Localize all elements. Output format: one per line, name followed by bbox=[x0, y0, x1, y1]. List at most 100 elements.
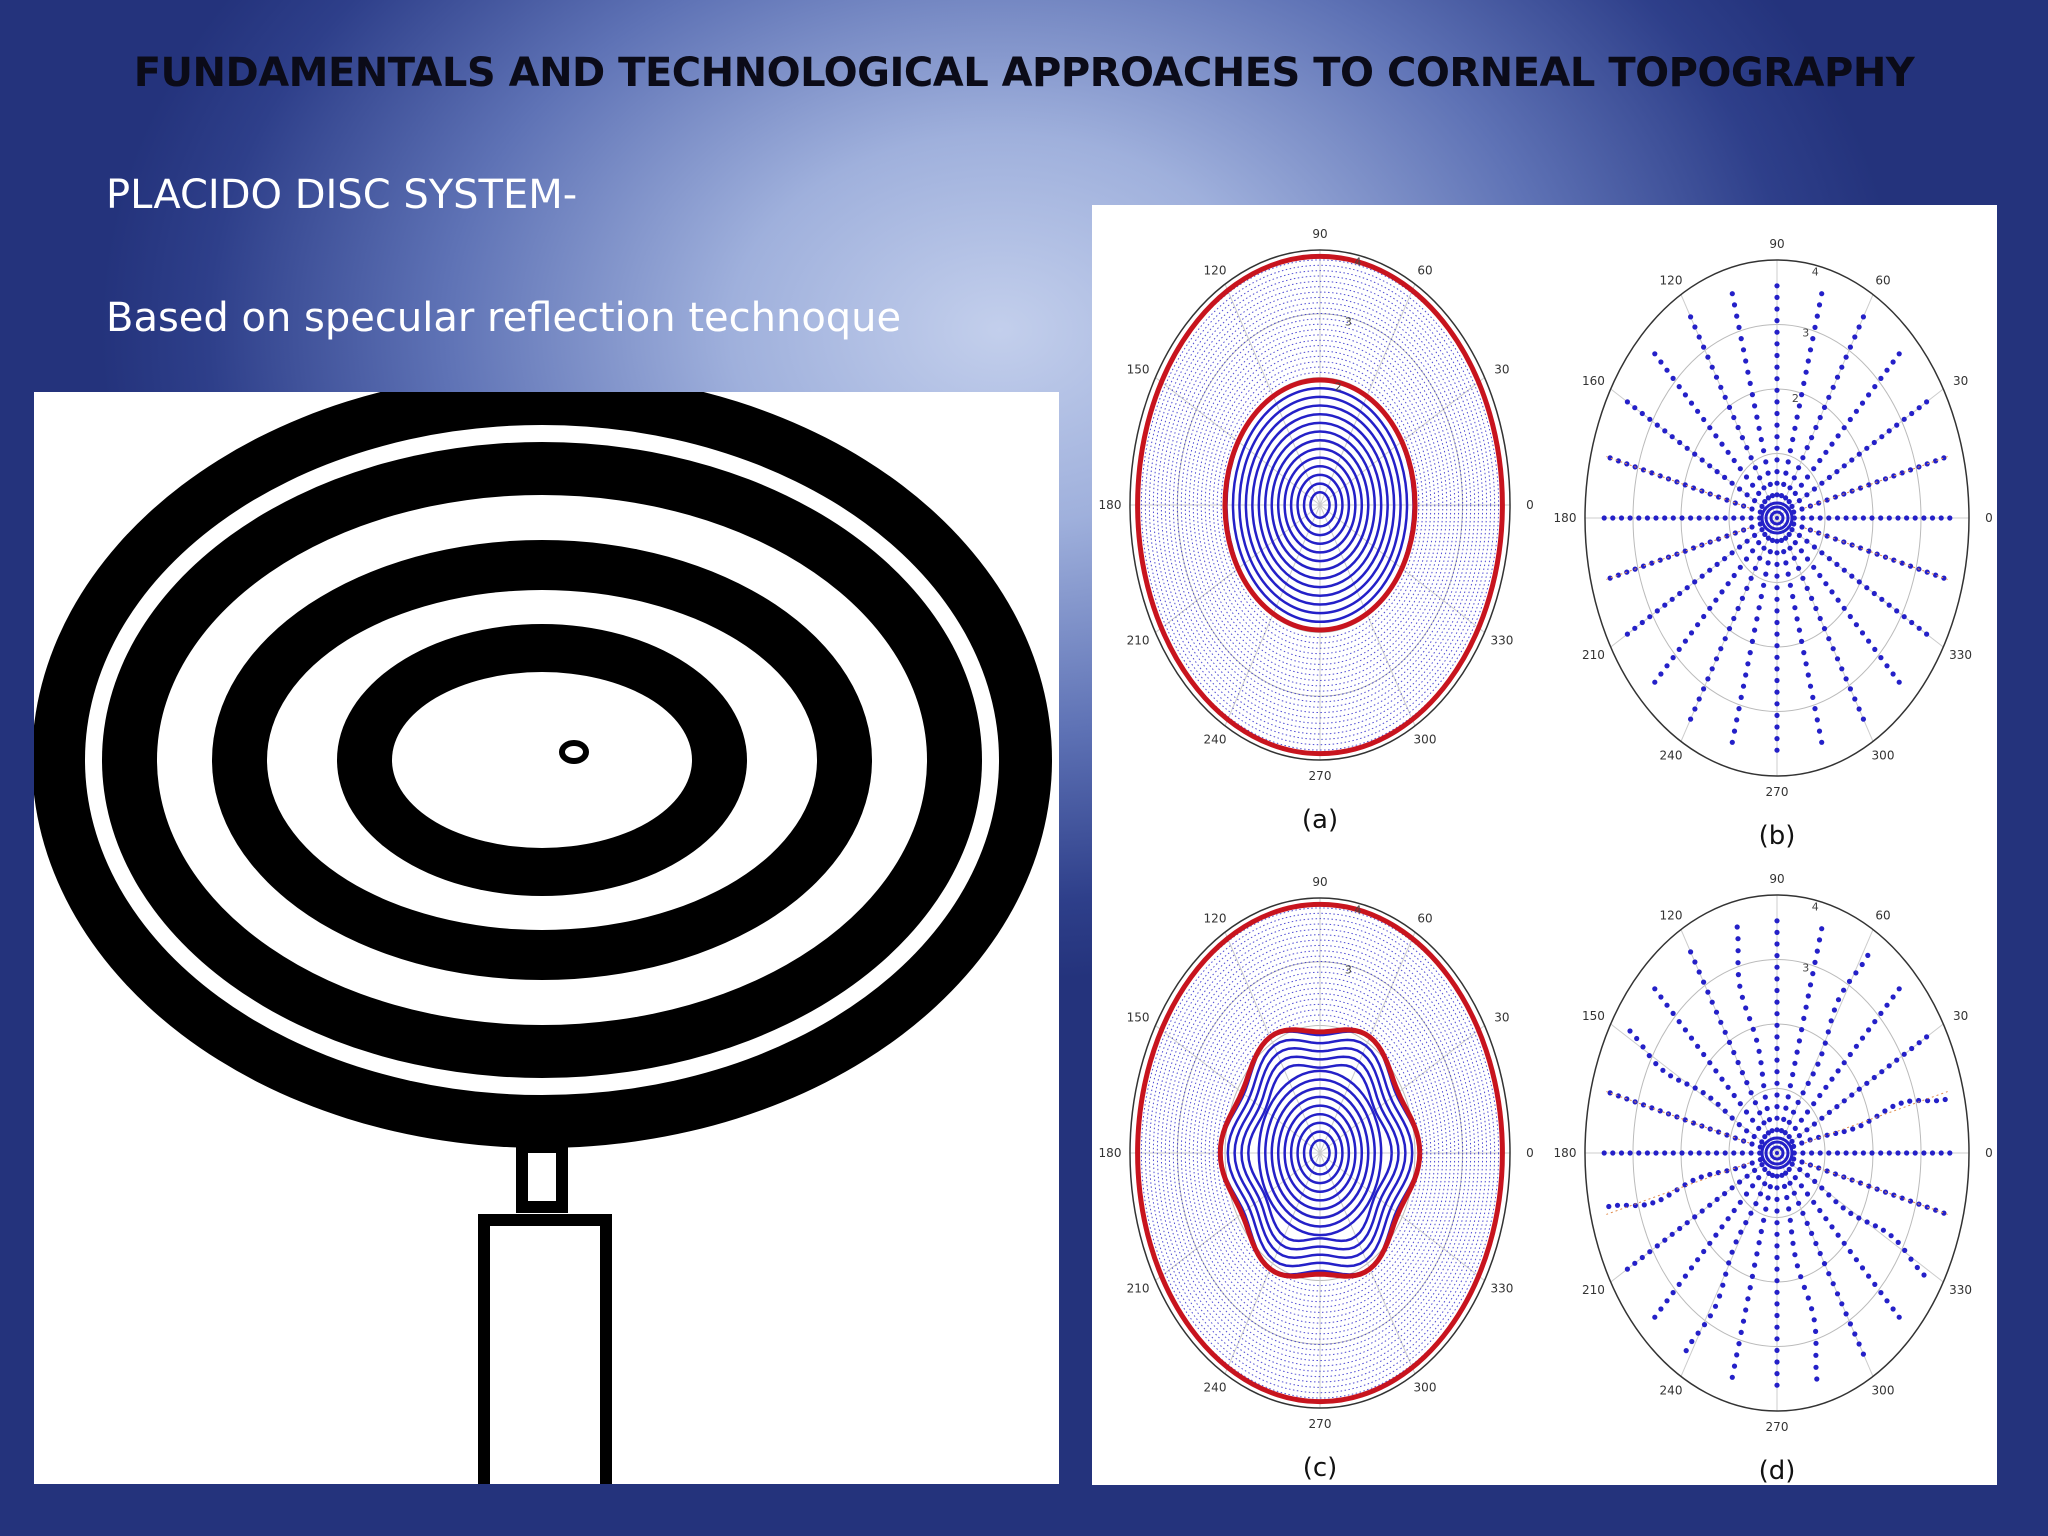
angle-label: 210 bbox=[1582, 1283, 1605, 1297]
spoke-dot bbox=[1817, 1207, 1823, 1214]
angle-label: 150 bbox=[1127, 363, 1150, 377]
spoke-dot bbox=[1734, 717, 1740, 723]
spoke-dot bbox=[1859, 1035, 1866, 1041]
spoke-dot bbox=[1888, 1233, 1894, 1239]
spoke-dot bbox=[1717, 1293, 1723, 1299]
spoke-dot bbox=[1841, 1098, 1847, 1104]
spoke-dot bbox=[1726, 1260, 1732, 1266]
angle-label: 240 bbox=[1660, 1383, 1683, 1397]
spoke-dot bbox=[1756, 1125, 1762, 1131]
spoke-dot bbox=[1878, 1150, 1884, 1156]
spoke-dot bbox=[1774, 364, 1780, 370]
spoke-dot bbox=[1847, 1321, 1853, 1327]
spoke-dot bbox=[1692, 706, 1698, 712]
spoke-dot bbox=[1606, 1203, 1612, 1210]
spoke-dot bbox=[1786, 531, 1792, 537]
spoke-dot bbox=[1705, 989, 1711, 995]
spoke-dot bbox=[1853, 408, 1859, 414]
spoke-dot bbox=[1774, 318, 1780, 324]
spoke-dot bbox=[1824, 1168, 1830, 1174]
spoke-dot bbox=[1739, 1070, 1745, 1076]
spoke-dot bbox=[1912, 515, 1918, 521]
spoke-dot bbox=[1761, 545, 1767, 551]
spoke-dot bbox=[1774, 306, 1780, 312]
angle-label: 60 bbox=[1875, 274, 1890, 288]
dotted-ring bbox=[1156, 934, 1484, 1372]
reference-line bbox=[1804, 1091, 1948, 1144]
spoke-dot bbox=[1858, 1123, 1864, 1129]
spoke-dot bbox=[1904, 1150, 1910, 1156]
center-ring bbox=[1769, 510, 1785, 526]
spoke-dot bbox=[1880, 1227, 1886, 1233]
spoke-dot bbox=[1813, 1340, 1819, 1346]
spoke-dot bbox=[1758, 436, 1764, 443]
red-outer-ring bbox=[1135, 901, 1505, 1405]
spoke-dot bbox=[1749, 1273, 1755, 1279]
spoke-dot bbox=[1689, 1338, 1695, 1345]
spoke-dot bbox=[1682, 638, 1688, 644]
spoke-dot bbox=[1724, 1168, 1730, 1174]
spoke-dot bbox=[1762, 531, 1768, 537]
spoke-dot bbox=[1841, 1128, 1847, 1135]
spoke-dot bbox=[1807, 982, 1814, 988]
angle-label: 270 bbox=[1766, 785, 1789, 799]
spoke-dot bbox=[1804, 445, 1810, 451]
spoke-dot bbox=[1841, 425, 1847, 431]
spoke-dot bbox=[1745, 661, 1751, 667]
spoke-dot bbox=[1734, 1352, 1740, 1358]
spoke-dot bbox=[1817, 572, 1823, 579]
spoke-dot bbox=[1916, 1040, 1922, 1046]
spoke-dot bbox=[1891, 557, 1897, 563]
spoke-dot bbox=[1832, 494, 1838, 500]
spoke-dot bbox=[1774, 941, 1780, 947]
spoke-dot bbox=[1754, 616, 1760, 622]
spoke-dot bbox=[1925, 1098, 1931, 1104]
spoke-dot bbox=[1810, 336, 1816, 342]
spoke-dot bbox=[1792, 605, 1798, 611]
spoke-dot bbox=[1800, 1150, 1806, 1156]
spoke-dot bbox=[1743, 358, 1749, 364]
spoke-dot bbox=[1807, 1137, 1813, 1143]
spoke-dot bbox=[1866, 638, 1872, 644]
center-dot bbox=[1775, 516, 1779, 520]
spoke-dot bbox=[1840, 1205, 1846, 1211]
spoke-dot bbox=[1618, 1150, 1625, 1156]
spoke-dot bbox=[1824, 1132, 1830, 1138]
spoke-dot bbox=[1774, 434, 1780, 440]
spoke-dot bbox=[1713, 1009, 1720, 1015]
reference-line bbox=[1606, 456, 1750, 509]
spoke-dot bbox=[1813, 1352, 1819, 1358]
polar-boundary bbox=[1129, 249, 1511, 761]
angle-label: 330 bbox=[1949, 648, 1972, 662]
spoke-dot bbox=[1722, 394, 1728, 400]
spoke-dot bbox=[1722, 474, 1728, 480]
spoke-dot bbox=[1729, 1115, 1735, 1121]
spoke-dot bbox=[1737, 983, 1743, 989]
spoke-dot bbox=[1784, 1194, 1790, 1201]
angle-label: 270 bbox=[1309, 769, 1332, 783]
spoke-dot bbox=[1769, 537, 1776, 543]
spoke-dot bbox=[1834, 1291, 1841, 1297]
angle-label: 180 bbox=[1554, 511, 1577, 525]
solid-ring bbox=[1240, 1055, 1400, 1251]
spoke-dot bbox=[1670, 1290, 1676, 1296]
spoke-dot bbox=[1774, 1371, 1780, 1377]
spoke-dot bbox=[1847, 1051, 1853, 1058]
spoke-dot bbox=[1797, 1166, 1803, 1173]
spoke-dot bbox=[1924, 1034, 1930, 1040]
spoke-dot bbox=[1738, 1329, 1744, 1335]
spoke-dot bbox=[1731, 728, 1738, 734]
spoke-dot bbox=[1790, 1071, 1796, 1078]
spoke-dot bbox=[1789, 1229, 1795, 1235]
spoke-dot bbox=[1787, 1217, 1793, 1223]
polar-grid-line bbox=[1319, 931, 1416, 1154]
spoke-dot bbox=[1774, 1011, 1780, 1017]
spoke-dot bbox=[1890, 359, 1896, 365]
spoke-dot bbox=[1832, 536, 1838, 542]
spoke-dot bbox=[1786, 1119, 1792, 1125]
dotted-ring bbox=[1148, 923, 1492, 1383]
spoke-dot bbox=[1696, 696, 1702, 702]
spoke-dot bbox=[1762, 1094, 1768, 1100]
solid-ring bbox=[1247, 1063, 1393, 1243]
